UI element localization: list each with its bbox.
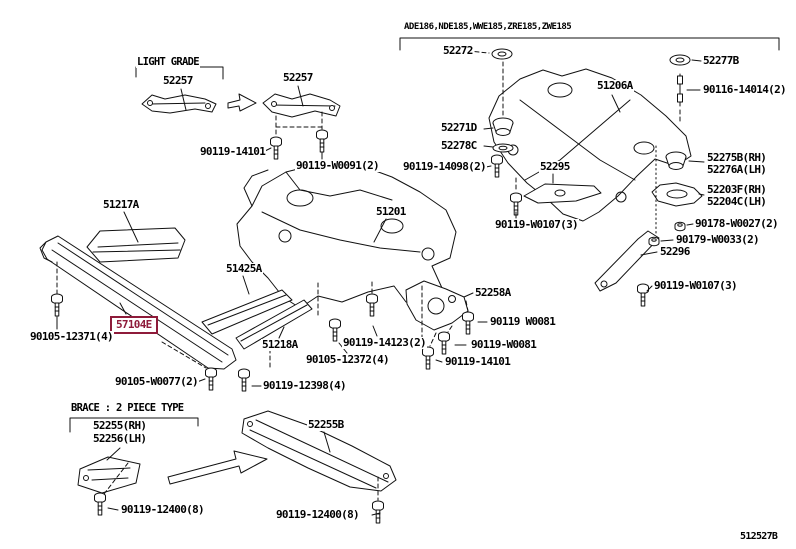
part-51201-drawing (236, 165, 457, 309)
label-51425a[interactable]: 51425A (225, 262, 263, 275)
figure-number: 512527B (739, 531, 779, 543)
label-51206a[interactable]: 51206A (596, 79, 634, 92)
label-90119-14101-b[interactable]: 90119-14101 (444, 355, 512, 368)
label-52257-light[interactable]: 52257 (162, 74, 194, 87)
label-51217a[interactable]: 51217A (102, 198, 140, 211)
part-52257-left-drawing (141, 94, 217, 114)
part-52295-drawing (523, 183, 602, 204)
note-light-grade: LIGHT GRADE (136, 56, 200, 68)
label-52203f[interactable]: 52203F(RH) (706, 183, 768, 196)
replacement-arrow-icon (227, 93, 257, 112)
label-52278c[interactable]: 52278C (440, 139, 478, 152)
label-57104e[interactable]: 57104E (110, 316, 158, 334)
applicability-note: ADE186,NDE185,WWE185,ZRE185,ZWE185 (403, 21, 573, 33)
label-90119-14098[interactable]: 90119-14098(2) (402, 160, 487, 173)
part-57104e-drawing (39, 235, 237, 370)
part-51217a-drawing (86, 227, 186, 263)
label-52276a[interactable]: 52276A(LH) (706, 163, 768, 176)
label-90119-12398[interactable]: 90119-12398(4) (262, 379, 347, 392)
label-52255b[interactable]: 52255B (307, 418, 345, 431)
label-90178-w0027[interactable]: 90178-W0027(2) (694, 217, 779, 230)
label-90119-w0107-a[interactable]: 90119-W0107(3) (494, 218, 579, 231)
label-52295[interactable]: 52295 (539, 160, 571, 173)
part-52255b-drawing (241, 410, 397, 492)
label-52255[interactable]: 52255(RH) (92, 419, 148, 432)
label-52275b[interactable]: 52275B(RH) (706, 151, 768, 164)
label-52204c[interactable]: 52204C(LH) (706, 195, 768, 208)
label-90119-w0081-b[interactable]: 90119-W0081 (470, 338, 538, 351)
part-52257-right-drawing (262, 93, 341, 118)
label-52271d[interactable]: 52271D (440, 121, 478, 134)
label-90119-12400-a[interactable]: 90119-12400(8) (120, 503, 205, 516)
label-90119-14101-a[interactable]: 90119-14101 (199, 145, 267, 158)
assembly-dashed-lines (56, 50, 681, 501)
label-52256[interactable]: 52256(LH) (92, 432, 148, 445)
part-52203-retainer-drawing (651, 182, 703, 207)
note-brace-type: BRACE : 2 PIECE TYPE (70, 402, 185, 414)
label-90116-14014[interactable]: 90116-14014(2) (702, 83, 787, 96)
washer-icon (492, 143, 514, 153)
stud-bolt-icon (677, 73, 683, 107)
part-52255-drawing (77, 456, 141, 494)
label-90119-w0091[interactable]: 90119-W0091(2) (295, 159, 380, 172)
label-52258a[interactable]: 52258A (474, 286, 512, 299)
label-52257[interactable]: 52257 (282, 71, 314, 84)
label-90119-14123[interactable]: 90119-14123(2) (342, 336, 427, 349)
label-90179-w0033[interactable]: 90179-W0033(2) (675, 233, 760, 246)
label-90119-w0107-b[interactable]: 90119-W0107(3) (653, 279, 738, 292)
label-52272[interactable]: 52272 (442, 44, 474, 57)
part-51218a-drawing (235, 299, 313, 350)
label-90105-12372[interactable]: 90105-12372(4) (305, 353, 390, 366)
label-90119-12400-b[interactable]: 90119-12400(8) (275, 508, 360, 521)
leader-lines (56, 59, 705, 516)
part-52296-drawing (594, 230, 660, 292)
fastener-icons (51, 48, 691, 524)
label-90105-12371[interactable]: 90105-12371(4) (29, 330, 114, 343)
label-52296[interactable]: 52296 (659, 245, 691, 258)
part-51425a-drawing (201, 289, 293, 335)
label-90119-w0081-a[interactable]: 90119 W0081 (489, 315, 557, 328)
replacement-arrow-icon-large (167, 450, 268, 485)
label-51218a[interactable]: 51218A (261, 338, 299, 351)
label-51201[interactable]: 51201 (375, 205, 407, 218)
label-52277b[interactable]: 52277B (702, 54, 740, 67)
label-90105-w0077[interactable]: 90105-W0077(2) (114, 375, 199, 388)
